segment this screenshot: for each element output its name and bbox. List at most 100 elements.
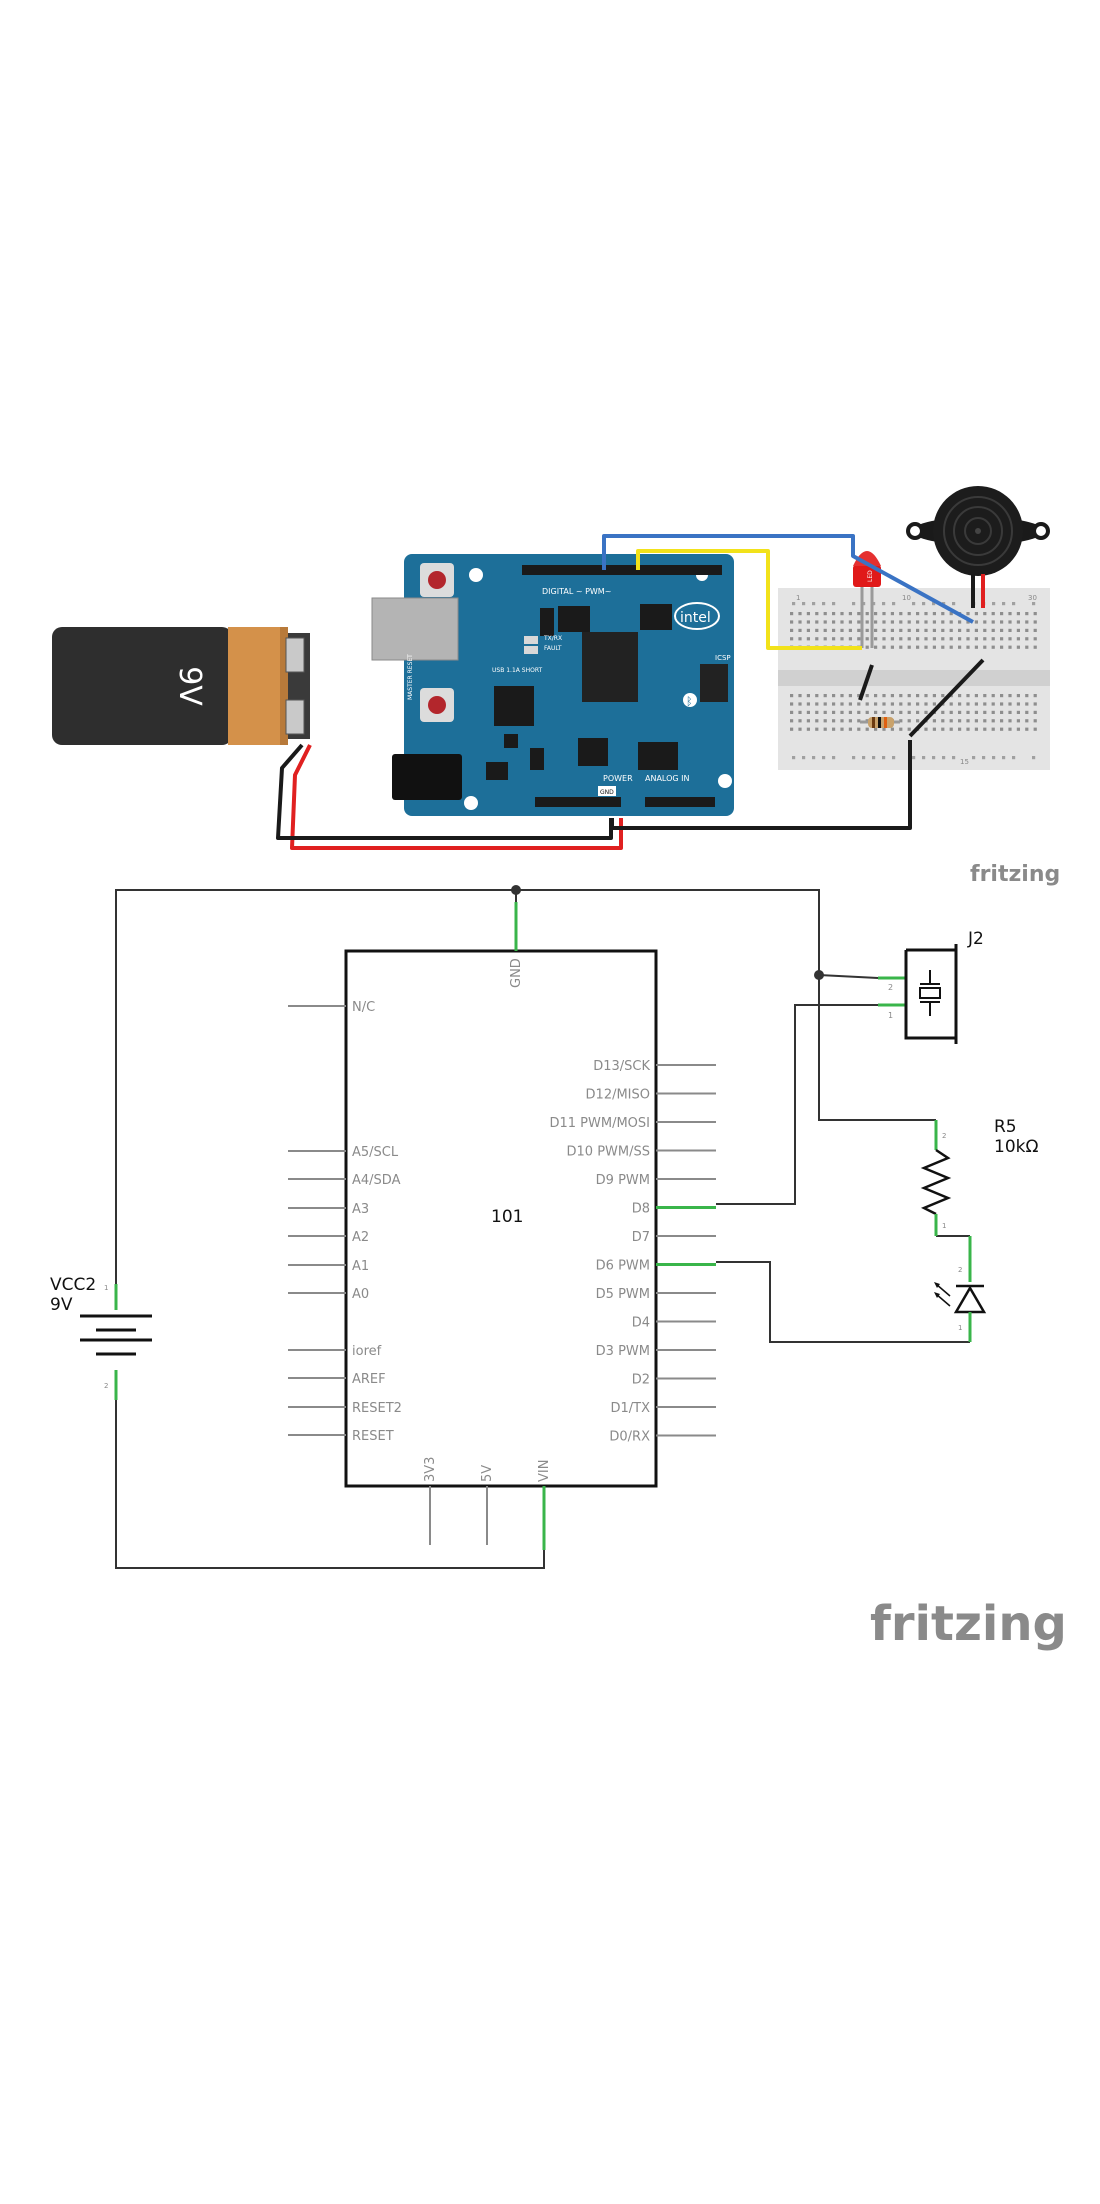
breadboard-rail-hole <box>952 756 956 760</box>
breadboard-hole <box>806 628 810 632</box>
battery-pin1: 1 <box>104 1284 108 1292</box>
breadboard-hole <box>949 645 953 649</box>
breadboard-hole <box>966 628 970 632</box>
buzzer-j2[interactable]: J2 2 1 <box>878 929 984 1044</box>
wire-blue <box>602 534 974 624</box>
breadboard-hole <box>823 727 827 731</box>
breadboard-hole <box>798 637 802 641</box>
breadboard-hole <box>1008 702 1012 706</box>
breadboard-hole <box>832 719 836 723</box>
battery-vcc2[interactable]: VCC2 9V 1 2 <box>50 1275 152 1400</box>
breadboard-hole <box>1025 727 1029 731</box>
breadboard-rail-hole <box>992 756 996 760</box>
breadboard-hole <box>1025 628 1029 632</box>
pin-3v3-label: 3V3 <box>423 1457 438 1482</box>
ic-right-pin-label: D5 PWM <box>596 1287 650 1302</box>
arduino-101-board[interactable]: DIGITAL ~ PWM~ POWER ANALOG IN GND ICSP … <box>371 554 734 816</box>
breadboard-hole <box>790 702 794 706</box>
breadboard-fritzing-watermark: fritzing <box>970 862 1060 887</box>
arduino-101-schematic[interactable]: 101 GND N/CA5/SCLA4/SDAA3A2A1A0iorefAREF… <box>288 902 716 1550</box>
breadboard-hole <box>832 637 836 641</box>
breadboard-hole <box>991 694 995 698</box>
led-pin1: 1 <box>958 1324 962 1332</box>
breadboard[interactable]: 1 10 15 30 <box>778 588 1050 770</box>
bb-num-30: 30 <box>1028 594 1037 602</box>
wire-short-1 <box>858 664 874 701</box>
breadboard-rail-hole <box>852 602 856 606</box>
breadboard-rail-hole <box>932 602 936 606</box>
breadboard-hole <box>806 727 810 731</box>
breadboard-hole <box>823 620 827 624</box>
breadboard-hole <box>958 727 962 731</box>
breadboard-hole <box>1033 628 1037 632</box>
breadboard-rail-hole <box>1032 602 1036 606</box>
breadboard-hole <box>983 645 987 649</box>
pin-gnd-label: GND <box>509 958 524 988</box>
breadboard-hole <box>890 628 894 632</box>
breadboard-hole <box>899 637 903 641</box>
breadboard-hole <box>840 620 844 624</box>
breadboard-hole <box>924 694 928 698</box>
breadboard-hole <box>974 612 978 616</box>
breadboard-hole <box>932 694 936 698</box>
breadboard-hole <box>1016 620 1020 624</box>
breadboard-hole <box>924 710 928 714</box>
breadboard-hole <box>865 702 869 706</box>
breadboard-rail-hole <box>832 602 836 606</box>
breadboard-hole <box>840 637 844 641</box>
reset-label: MASTER RESET <box>407 654 414 700</box>
breadboard-hole <box>932 727 936 731</box>
breadboard-hole <box>882 637 886 641</box>
breadboard-hole <box>916 628 920 632</box>
breadboard-hole <box>798 710 802 714</box>
breadboard-hole <box>1000 637 1004 641</box>
breadboard-hole <box>1000 628 1004 632</box>
ic-right-pin-label: D8 <box>632 1202 650 1217</box>
breadboard-rail-hole <box>832 756 836 760</box>
breadboard-resistor[interactable] <box>860 717 900 728</box>
breadboard-hole <box>832 612 836 616</box>
breadboard-hole <box>907 694 911 698</box>
breadboard-hole <box>874 710 878 714</box>
breadboard-hole <box>857 694 861 698</box>
breadboard-hole <box>857 702 861 706</box>
wire-red <box>290 744 623 850</box>
breadboard-hole <box>857 628 861 632</box>
breadboard-hole <box>806 637 810 641</box>
breadboard-hole <box>1016 637 1020 641</box>
battery-9v[interactable]: 9V <box>52 627 310 745</box>
breadboard-hole <box>974 719 978 723</box>
breadboard-hole <box>949 702 953 706</box>
breadboard-hole <box>932 612 936 616</box>
breadboard-hole <box>806 694 810 698</box>
breadboard-hole <box>890 637 894 641</box>
breadboard-hole <box>899 727 903 731</box>
breadboard-hole <box>823 719 827 723</box>
red-led[interactable]: LED <box>853 551 881 648</box>
breadboard-hole <box>857 719 861 723</box>
piezo-buzzer[interactable] <box>906 486 1050 608</box>
ic-right-pin-label: D2 <box>632 1373 650 1388</box>
breadboard-hole <box>890 710 894 714</box>
breadboard-hole <box>966 710 970 714</box>
breadboard-rail-hole <box>872 756 876 760</box>
schematic-led[interactable]: 2 1 <box>934 1236 987 1342</box>
breadboard-hole <box>832 727 836 731</box>
bb-num-15: 15 <box>960 758 969 766</box>
breadboard-hole <box>815 727 819 731</box>
breadboard-hole <box>991 637 995 641</box>
ic-left-pin-label: A0 <box>352 1287 369 1302</box>
breadboard-rail-hole <box>942 756 946 760</box>
breadboard-hole <box>966 612 970 616</box>
breadboard-hole <box>983 710 987 714</box>
breadboard-hole <box>966 694 970 698</box>
breadboard-rail-hole <box>1002 602 1006 606</box>
breadboard-hole <box>983 719 987 723</box>
resistor-r5[interactable]: R5 10kΩ 2 1 <box>920 1117 1038 1236</box>
breadboard-hole <box>1008 719 1012 723</box>
breadboard-hole <box>840 628 844 632</box>
resistor-pin2: 2 <box>942 1132 946 1140</box>
breadboard-rail-hole <box>1002 756 1006 760</box>
breadboard-hole <box>1000 710 1004 714</box>
breadboard-hole <box>832 628 836 632</box>
